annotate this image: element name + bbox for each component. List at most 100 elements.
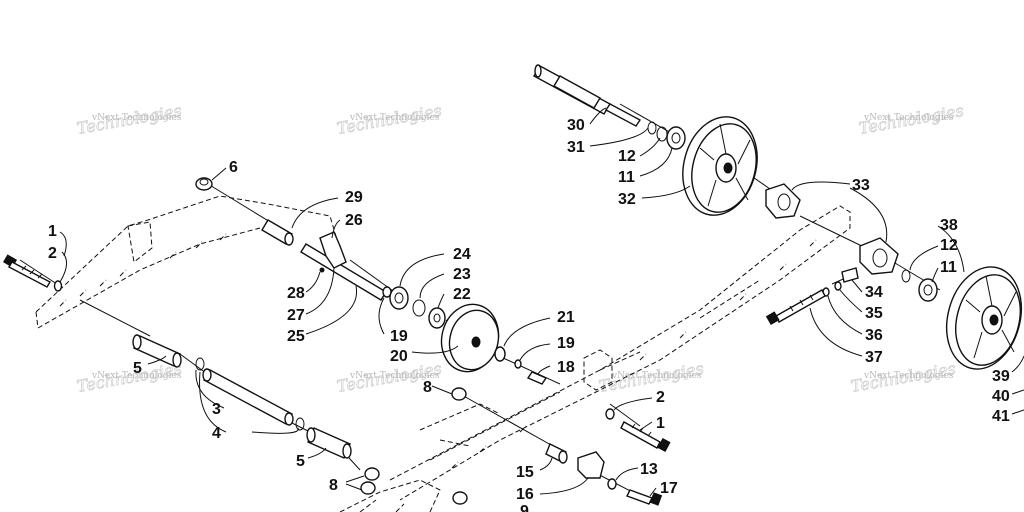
watermark-2: Technologies vNext Technologies (335, 100, 443, 138)
hub-33-lower (859, 237, 899, 275)
axle-26 (300, 231, 387, 301)
callout-38: 38 (940, 217, 958, 234)
callout-12: 12 (940, 237, 958, 254)
bearing-22 (428, 307, 446, 329)
callout-15: 15 (516, 464, 534, 481)
spring-pin-28 (319, 267, 325, 273)
callout-26: 26 (345, 212, 363, 229)
watermark-text: vNext Technologies (91, 113, 182, 123)
bearing-12-upper (656, 126, 668, 142)
watermark-text: vNext Technologies (349, 113, 440, 123)
nut-8-mid (451, 387, 467, 401)
bearing-11-lower (918, 278, 938, 302)
callout-13: 13 (640, 461, 658, 478)
tube-3 (202, 368, 294, 426)
bearing-11-upper (666, 126, 686, 150)
nut-6 (195, 177, 213, 191)
bushing-34 (841, 267, 859, 283)
wheel-20 (440, 303, 500, 373)
callout-8: 8 (423, 379, 432, 396)
callout-22: 22 (453, 286, 471, 303)
callout-29: 29 (345, 189, 363, 206)
callout-34: 34 (865, 284, 883, 301)
callout-36: 36 (865, 327, 883, 344)
callout-6: 6 (229, 159, 238, 176)
callout-35: 35 (865, 305, 883, 322)
watermark-group: Technologies vNext Technologies Technolo… (75, 100, 965, 396)
callout-3: 3 (212, 401, 221, 418)
watermark-6: Technologies vNext Technologies (597, 358, 705, 396)
nut-9 (452, 491, 468, 505)
ring-4-lower (295, 417, 305, 431)
callout-19: 19 (557, 335, 575, 352)
hub-33-upper (765, 183, 801, 219)
watermark-1: Technologies vNext Technologies (75, 100, 183, 138)
callout-24: 24 (453, 246, 471, 263)
washer-35 (834, 281, 842, 291)
callout-2: 2 (48, 245, 57, 262)
callout-19: 19 (390, 328, 408, 345)
callout-30: 30 (567, 117, 585, 134)
watermark-text: vNext Technologies (349, 371, 440, 381)
callout-37: 37 (865, 349, 883, 366)
watermark-3: Technologies vNext Technologies (857, 100, 965, 138)
watermark-text: vNext Technologies (863, 371, 954, 381)
nut-8-lower (360, 467, 380, 495)
watermark-text: vNext Technologies (863, 113, 954, 123)
spacer-29 (261, 219, 294, 246)
callout-5: 5 (296, 453, 305, 470)
wheel-32 (682, 116, 758, 216)
callout-40: 40 (992, 388, 1010, 405)
watermark-text: vNext Technologies (91, 371, 182, 381)
axis-lines (19, 103, 941, 497)
callout-1: 1 (656, 415, 665, 432)
bushing-18 (526, 371, 548, 385)
wheel-38 (946, 266, 1022, 370)
ring-31 (647, 121, 657, 135)
callout-8: 8 (329, 477, 338, 494)
lower-rail (339, 479, 441, 512)
block-16 (577, 451, 605, 479)
washer-2-left (53, 280, 63, 292)
callout-21: 21 (557, 309, 575, 326)
callout-9: 9 (520, 503, 529, 512)
callout-4: 4 (212, 425, 221, 442)
callout-41: 41 (992, 408, 1010, 425)
snap-ring-23 (412, 299, 426, 317)
callout-23: 23 (453, 266, 471, 283)
callout-11: 11 (618, 169, 635, 186)
callout-2: 2 (656, 389, 665, 406)
leader-lines (59, 107, 1024, 497)
shaft-30 (533, 64, 642, 127)
callout-28: 28 (287, 285, 305, 302)
ring-12-lower (901, 269, 911, 283)
callout-17: 17 (660, 480, 678, 497)
ring-4-upper (195, 357, 205, 371)
spacer-5-lower (306, 427, 352, 459)
callout-20: 20 (390, 348, 408, 365)
washer-13 (607, 478, 617, 490)
callout-33: 33 (852, 177, 870, 194)
callout-27: 27 (287, 307, 305, 324)
callout-39: 39 (992, 368, 1010, 385)
bolt-17 (626, 489, 663, 506)
callout-16: 16 (516, 486, 534, 503)
washer-2-right (605, 408, 615, 420)
bushing-15 (545, 443, 568, 464)
callout-32: 32 (618, 191, 636, 208)
left-rail (35, 195, 341, 329)
bolt-1-left (2, 254, 51, 288)
callout-5: 5 (133, 360, 142, 377)
callout-18: 18 (557, 359, 575, 376)
bolt-1-right (620, 421, 671, 452)
spacer-5-upper (132, 334, 182, 368)
bearing-24 (389, 286, 409, 310)
callout-labels: 1 2 6 29 26 28 27 25 24 23 22 19 20 5 3 … (48, 117, 1010, 512)
watermark-4: Technologies vNext Technologies (75, 358, 183, 396)
callout-11: 11 (940, 259, 957, 276)
washer-21 (494, 346, 506, 362)
callout-12: 12 (618, 148, 636, 165)
callout-1: 1 (48, 223, 57, 240)
